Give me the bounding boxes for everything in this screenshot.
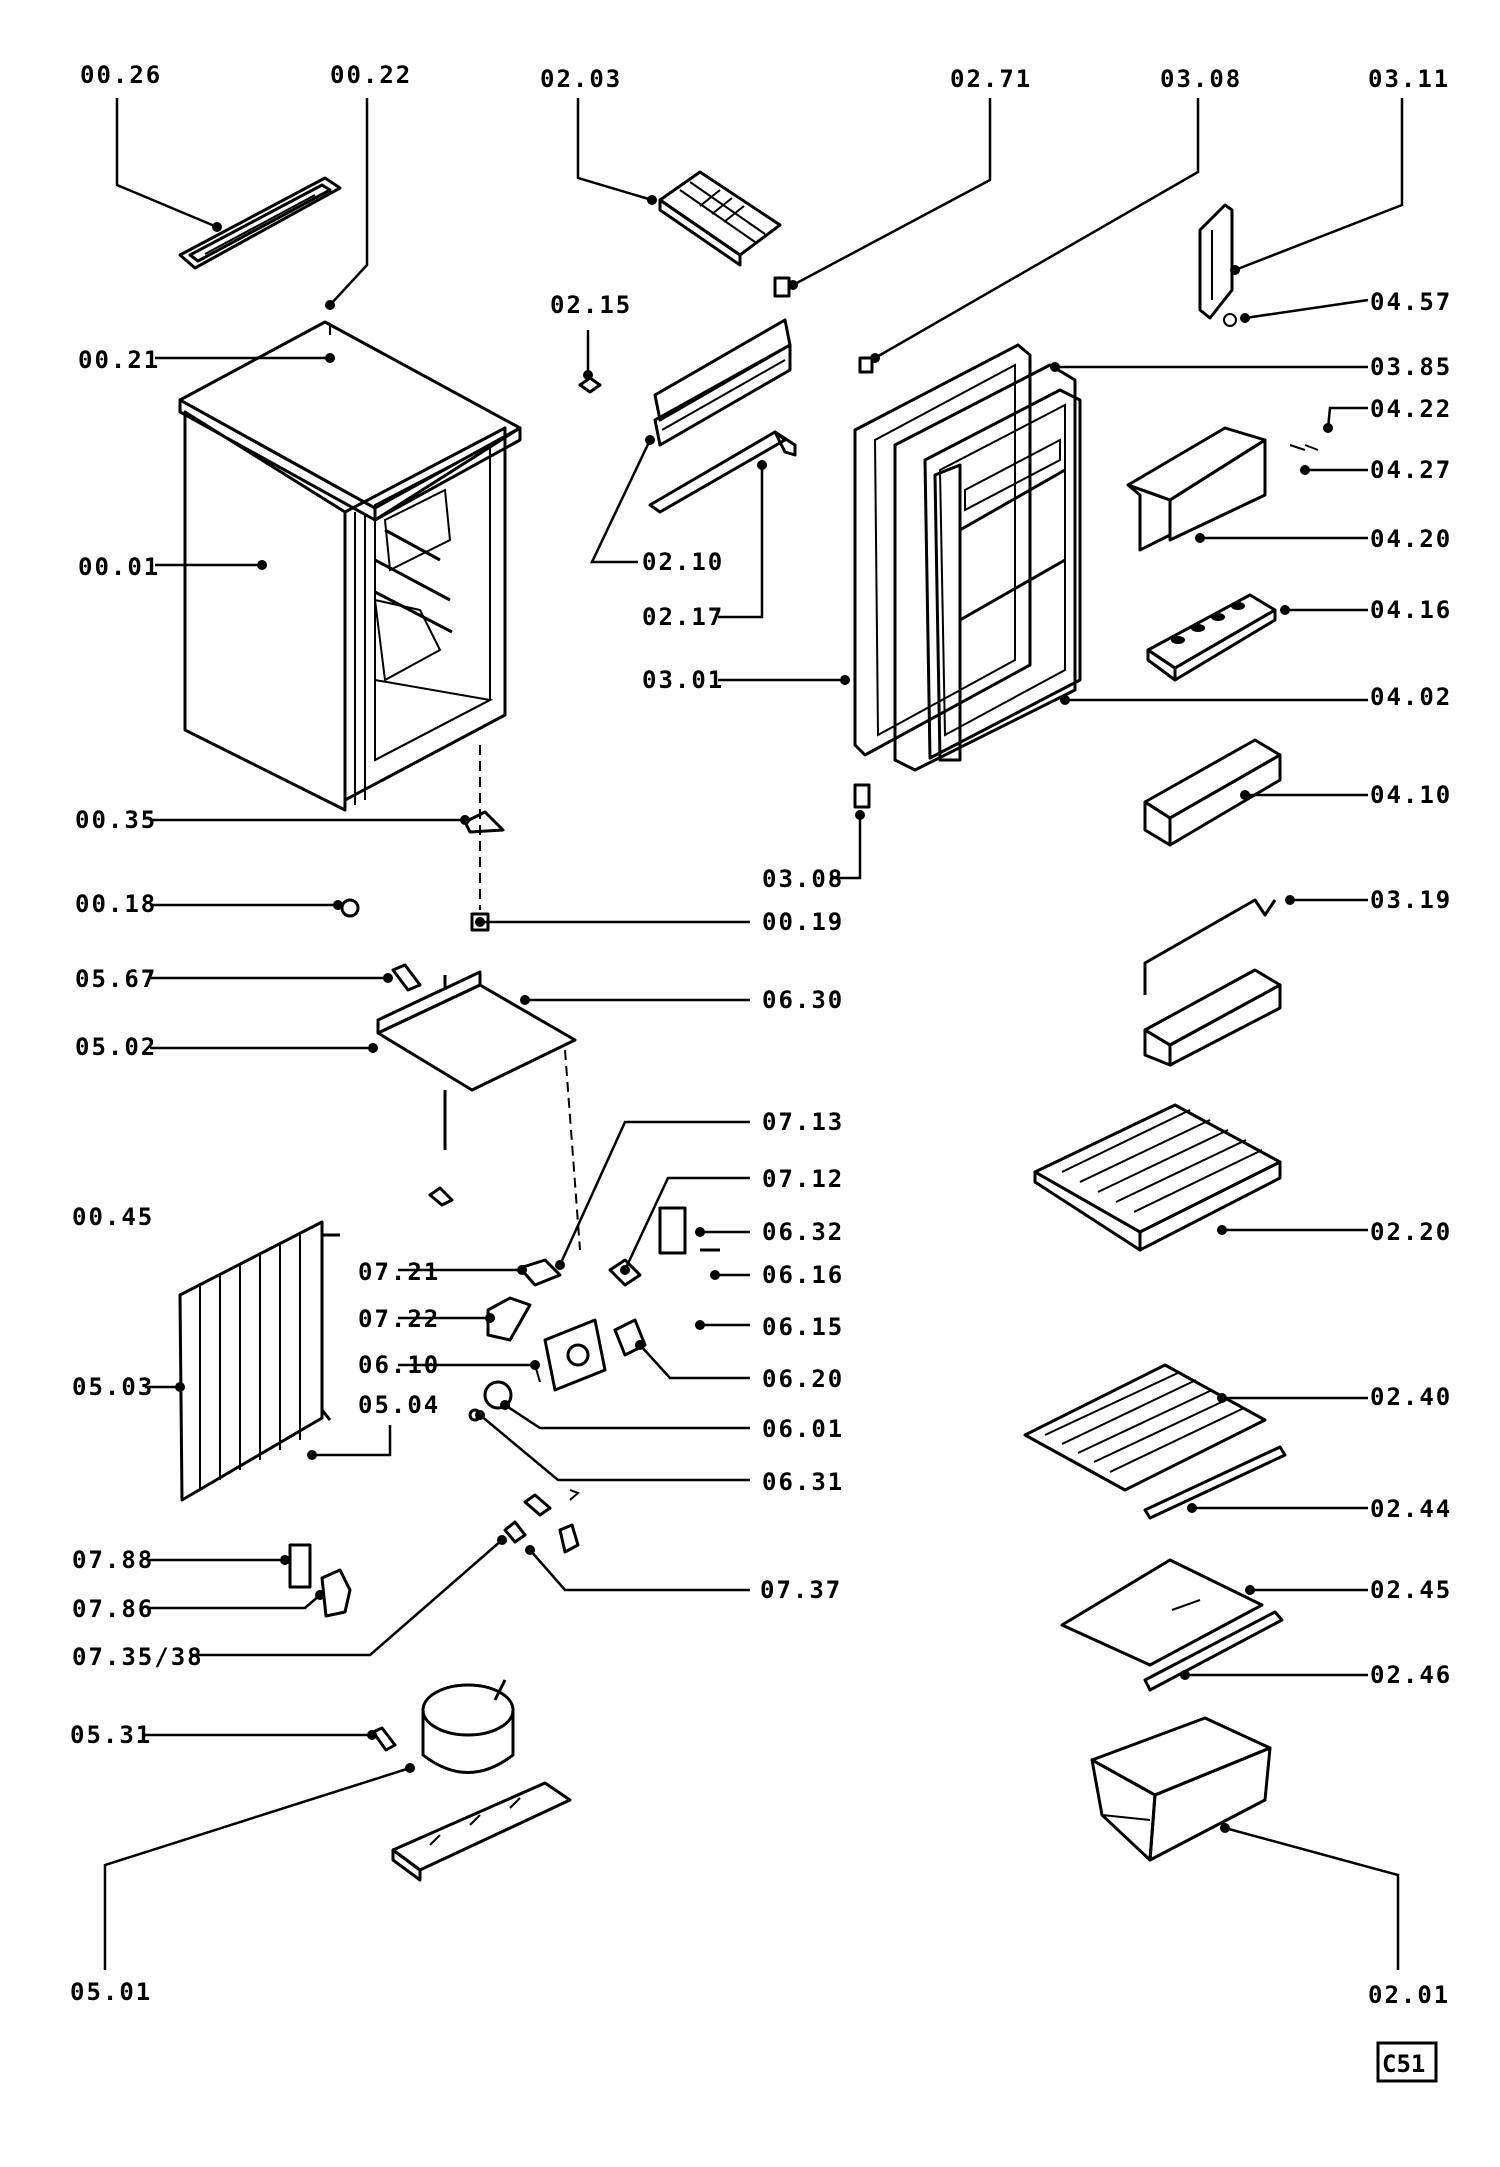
part-02-44-strip — [1143, 1445, 1287, 1520]
label-07-37: 07.37 — [760, 1576, 842, 1604]
part-02-45-glass-shelf — [1060, 1558, 1264, 1667]
label-03-08-bottom: 03.08 — [762, 865, 844, 893]
label-03-85: 03.85 — [1370, 353, 1452, 381]
part-03-08-hinges — [853, 356, 874, 809]
label-06-31: 06.31 — [762, 1468, 844, 1496]
label-03-08-top: 03.08 — [1160, 65, 1242, 93]
part-05-02-evaporator — [376, 970, 581, 1251]
part-03-11-hinge-bracket — [1198, 203, 1237, 327]
label-06-32: 06.32 — [762, 1218, 844, 1246]
leader-lines — [103, 98, 1404, 1970]
label-00-45: 00.45 — [72, 1203, 154, 1231]
part-03-19-bottle-rack — [1143, 898, 1282, 1067]
part-02-20-drip-tray — [1033, 1103, 1282, 1252]
label-02-15: 02.15 — [550, 291, 632, 319]
part-relays — [288, 1543, 352, 1618]
label-02-45: 02.45 — [1370, 1576, 1452, 1604]
part-03-01-door-assembly — [853, 343, 1082, 772]
label-04-20: 04.20 — [1370, 525, 1452, 553]
label-00-35: 00.35 — [75, 806, 157, 834]
part-small-clips — [503, 1489, 580, 1554]
label-05-03: 05.03 — [72, 1373, 154, 1401]
label-06-30: 06.30 — [762, 986, 844, 1014]
label-02-44: 02.44 — [1370, 1495, 1452, 1523]
label-04-10: 04.10 — [1370, 781, 1452, 809]
label-07-21: 07.21 — [358, 1258, 440, 1286]
label-07-22: 07.22 — [358, 1305, 440, 1333]
label-05-67: 05.67 — [75, 965, 157, 993]
part-00-26-grille — [178, 176, 342, 270]
label-06-15: 06.15 — [762, 1313, 844, 1341]
label-07-12: 07.12 — [762, 1165, 844, 1193]
label-06-01: 06.01 — [762, 1415, 844, 1443]
part-02-03-ice-tray — [658, 170, 782, 267]
part-02-10-freezer-flap — [578, 318, 792, 447]
label-02-40: 02.40 — [1370, 1383, 1452, 1411]
part-02-71-knob — [773, 276, 791, 298]
part-04-10-door-shelf — [1143, 738, 1282, 847]
label-04-57: 04.57 — [1370, 288, 1452, 316]
label-00-21: 00.21 — [78, 346, 160, 374]
label-02-17: 02.17 — [642, 603, 724, 631]
label-07-13: 07.13 — [762, 1108, 844, 1136]
part-cabinet-small-bits — [340, 745, 505, 932]
part-02-40-wire-shelf — [1023, 1363, 1267, 1492]
label-07-86: 07.86 — [72, 1595, 154, 1623]
label-04-22: 04.22 — [1370, 395, 1452, 423]
label-02-01: 02.01 — [1368, 1981, 1450, 2009]
part-02-01-crisper — [1090, 1716, 1272, 1862]
label-02-46: 02.46 — [1370, 1661, 1452, 1689]
part-cabinet-body — [178, 320, 522, 812]
label-04-16: 04.16 — [1370, 596, 1452, 624]
part-02-17-flap-bar — [648, 430, 797, 514]
part-05-01-compressor — [371, 1679, 572, 1882]
label-04-27: 04.27 — [1370, 456, 1452, 484]
label-02-10: 02.10 — [642, 548, 724, 576]
label-00-18: 00.18 — [75, 890, 157, 918]
diagram-code-badge: C51 — [1376, 2041, 1438, 2083]
label-03-19: 03.19 — [1370, 886, 1452, 914]
label-02-20: 02.20 — [1370, 1218, 1452, 1246]
label-03-11: 03.11 — [1368, 65, 1450, 93]
part-05-03-condenser — [178, 1220, 340, 1502]
part-04-16-egg-tray — [1146, 593, 1277, 682]
label-03-01: 03.01 — [642, 666, 724, 694]
label-00-19: 00.19 — [762, 908, 844, 936]
label-07-88: 07.88 — [72, 1546, 154, 1574]
label-05-31: 05.31 — [70, 1721, 152, 1749]
label-06-20: 06.20 — [762, 1365, 844, 1393]
badge-text: C51 — [1382, 2050, 1425, 2078]
label-05-01: 05.01 — [70, 1978, 152, 2006]
label-00-22: 00.22 — [330, 61, 412, 89]
label-05-02: 05.02 — [75, 1033, 157, 1061]
label-02-71: 02.71 — [950, 65, 1032, 93]
label-04-02: 04.02 — [1370, 683, 1452, 711]
part-electrical-cluster — [428, 1186, 720, 1422]
label-06-10: 06.10 — [358, 1351, 440, 1379]
part-04-20-butter-box — [1126, 426, 1319, 552]
label-07-35-38: 07.35/38 — [72, 1643, 204, 1671]
label-00-26: 00.26 — [80, 61, 162, 89]
part-number-labels: 00.26 00.22 02.03 02.71 03.08 03.11 04.5… — [70, 61, 1452, 2009]
label-02-03: 02.03 — [540, 65, 622, 93]
label-05-04: 05.04 — [358, 1391, 440, 1419]
label-06-16: 06.16 — [762, 1261, 844, 1289]
part-02-46-strip — [1143, 1610, 1284, 1692]
part-05-67-sensor — [391, 963, 422, 992]
label-00-01: 00.01 — [78, 553, 160, 581]
